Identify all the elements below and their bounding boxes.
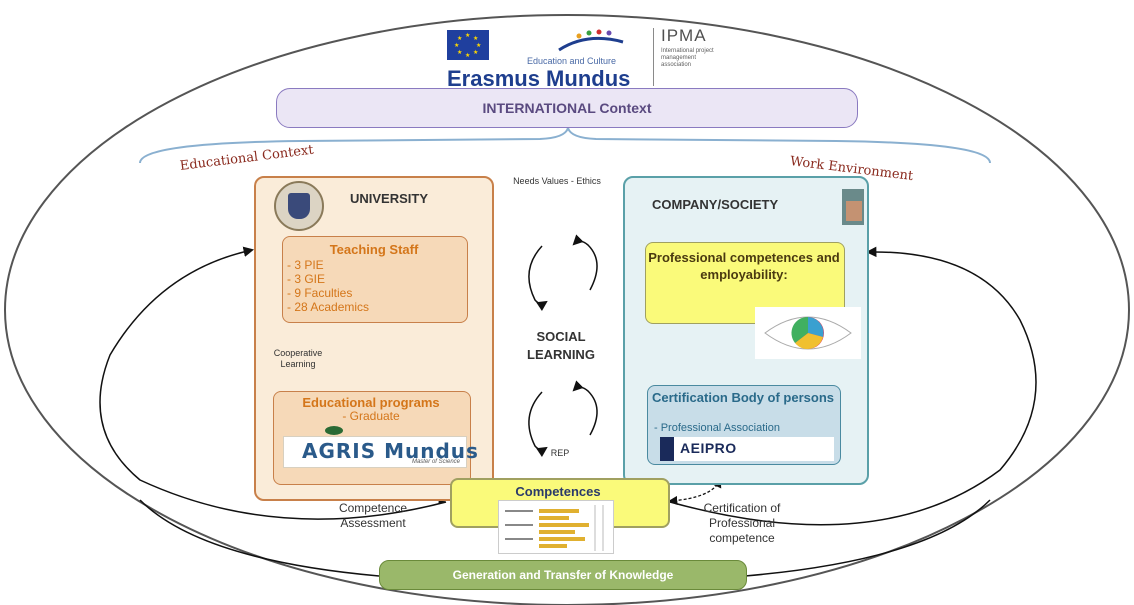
teaching-staff-item: - 28 Academics xyxy=(287,300,370,314)
aeipro-logo-text: AEIPRO xyxy=(680,440,737,456)
outer-ellipse xyxy=(4,14,1130,605)
context-brace xyxy=(139,124,991,164)
social-learning-label: SOCIAL LEARNING xyxy=(527,329,595,362)
left-loop-arrow xyxy=(99,246,447,520)
gen-left-line xyxy=(139,499,380,577)
cooperative-learning-label: Cooperative Learning xyxy=(273,348,323,369)
professional-competences-text: Professional competences and employabili… xyxy=(648,250,840,282)
gen-right-line xyxy=(744,499,991,577)
aeipro-logo: AEIPRO xyxy=(660,437,834,461)
agris-logo-text: AGRIS Mundus xyxy=(302,439,479,463)
needs-values-label: Needs Values - Ethics xyxy=(513,176,601,186)
rep-label: REP xyxy=(550,448,570,458)
educational-programs-title: Educational programs xyxy=(302,395,440,410)
educational-programs-subtitle: - Graduate xyxy=(342,409,400,423)
needs-cycle-b xyxy=(528,245,548,312)
eye-diagram-icon xyxy=(755,307,861,359)
eu-flag-icon: ★★★ ★★★ ★★ xyxy=(447,30,489,60)
agris-mundus-logo: AGRIS Mundus Master of Science xyxy=(283,436,478,468)
aeipro-mark-icon xyxy=(660,437,674,461)
certification-body-subtitle: - Professional Association xyxy=(654,422,780,434)
university-title: UNIVERSITY xyxy=(350,191,429,206)
university-crest-icon xyxy=(274,181,324,231)
needs-cycle-a xyxy=(572,234,598,291)
ipma-logo: IPMA xyxy=(661,26,707,45)
rep-cycle-b xyxy=(528,391,548,458)
header-logos: ★★★ ★★★ ★★ Education and Culture Erasmus… xyxy=(447,26,717,91)
infodal-logo-icon xyxy=(842,189,864,225)
generation-transfer-box: Generation and Transfer of Knowledge xyxy=(379,560,747,590)
teaching-staff-item: - 3 GIE xyxy=(287,272,326,286)
edu-culture-text: Education and Culture xyxy=(527,56,617,66)
right-loop-arrow xyxy=(669,246,1037,526)
teaching-staff-box xyxy=(282,236,468,323)
teaching-staff-item: - 9 Faculties xyxy=(287,286,353,300)
agris-logo-subtitle: Master of Science xyxy=(411,459,460,465)
erasmus-mundus-logo: Erasmus Mundus xyxy=(447,66,631,91)
rep-cycle-a xyxy=(572,380,598,436)
certification-professional-label: Certification of Professional competence xyxy=(703,501,781,545)
logo-separator xyxy=(653,28,654,86)
green-dot-icon xyxy=(325,426,343,435)
competences-chart-thumbnail xyxy=(498,500,614,554)
teaching-staff-title: Teaching Staff xyxy=(329,242,419,257)
competences-title: Competences xyxy=(515,484,601,499)
certification-arrow xyxy=(668,478,722,506)
erasmus-swoosh-icon xyxy=(558,29,624,52)
competence-assessment-label: Competence Assessment xyxy=(338,501,408,530)
teaching-staff-item: - 3 PIE xyxy=(287,258,324,272)
company-title: COMPANY/SOCIETY xyxy=(652,197,779,212)
ipma-subtitle: International project management associa… xyxy=(661,48,714,68)
certification-body-title: Certification Body of persons xyxy=(651,390,835,405)
international-context-box: INTERNATIONAL Context xyxy=(276,88,858,128)
